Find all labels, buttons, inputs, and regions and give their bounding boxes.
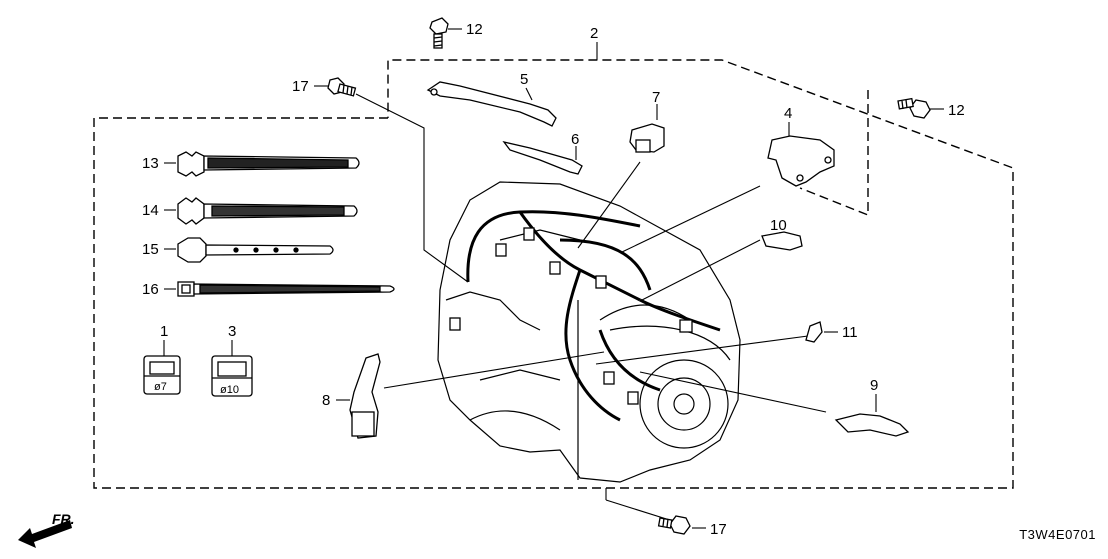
bolt-12-right bbox=[897, 97, 931, 119]
leader-10-harness bbox=[641, 239, 761, 301]
clip-1 bbox=[143, 355, 181, 395]
assembly-boundary bbox=[93, 59, 1014, 489]
transmission-assembly bbox=[437, 181, 741, 483]
front-direction-label: FR. bbox=[52, 511, 75, 527]
callout-5: 5 bbox=[520, 71, 528, 88]
callout-8: 8 bbox=[322, 392, 330, 409]
callout-11: 11 bbox=[842, 324, 858, 341]
cable-tie-13 bbox=[177, 151, 360, 177]
callout-10: 10 bbox=[770, 217, 787, 234]
callout-6: 6 bbox=[571, 131, 579, 148]
clip-3 bbox=[211, 355, 253, 397]
bracket-4-boundary bbox=[799, 90, 869, 217]
bolt-12-top bbox=[429, 17, 449, 49]
callout-3: 3 bbox=[228, 323, 236, 340]
callout-13: 13 bbox=[142, 155, 159, 172]
leader-8-harness bbox=[383, 351, 605, 389]
leader-5 bbox=[525, 87, 533, 101]
callout-14: 14 bbox=[142, 202, 159, 219]
cable-tie-14 bbox=[177, 197, 358, 225]
cable-tie-15 bbox=[177, 237, 334, 263]
clip-1-size: ø7 bbox=[154, 381, 167, 393]
leader-9-harness bbox=[639, 371, 827, 413]
connector-7 bbox=[629, 123, 665, 153]
callout-17-bottom: 17 bbox=[710, 521, 727, 538]
bolt-17-top bbox=[327, 77, 357, 97]
bolt-17-bottom bbox=[657, 515, 691, 535]
wire-harness bbox=[466, 210, 721, 422]
bracket-6 bbox=[502, 140, 583, 175]
bracket-9 bbox=[834, 413, 910, 437]
callout-17-top: 17 bbox=[292, 78, 309, 95]
front-direction-arrow bbox=[18, 520, 72, 548]
clip-11 bbox=[805, 321, 823, 343]
diagram-code: T3W4E0701 bbox=[1019, 527, 1096, 542]
bracket-5 bbox=[426, 81, 557, 127]
callout-9: 9 bbox=[870, 377, 878, 394]
callout-7: 7 bbox=[652, 89, 660, 106]
leader-17-harness bbox=[355, 93, 469, 283]
callout-16: 16 bbox=[142, 281, 159, 298]
callout-1: 1 bbox=[160, 323, 168, 340]
clip-10 bbox=[761, 231, 803, 251]
bracket-4 bbox=[767, 135, 835, 187]
harness-connectors bbox=[449, 227, 693, 405]
leader-7-harness bbox=[577, 161, 641, 249]
callout-12-right: 12 bbox=[948, 102, 965, 119]
callout-2: 2 bbox=[590, 25, 598, 42]
callout-15: 15 bbox=[142, 241, 159, 258]
clip-3-size: ø10 bbox=[220, 384, 239, 396]
leader-4-harness bbox=[621, 185, 761, 253]
callout-12-top: 12 bbox=[466, 21, 483, 38]
callout-4: 4 bbox=[784, 105, 792, 122]
cable-tie-16 bbox=[177, 281, 395, 297]
leader-11-harness bbox=[595, 335, 809, 365]
holder-8 bbox=[349, 353, 381, 439]
